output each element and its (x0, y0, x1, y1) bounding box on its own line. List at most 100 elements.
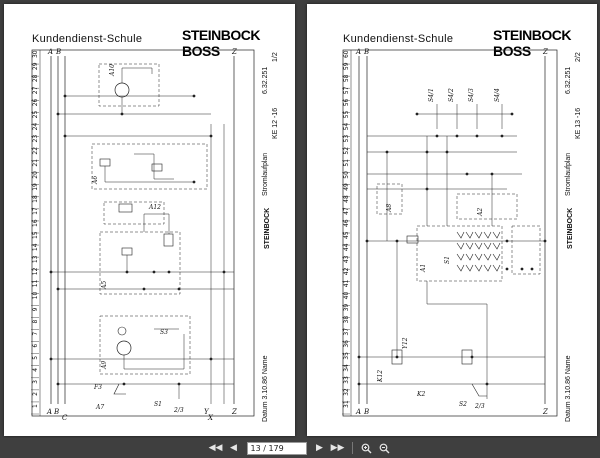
grid-number: 10 (32, 292, 39, 300)
grid-number: 60 (343, 50, 350, 58)
grid-number: 7 (32, 332, 39, 336)
terminal-dot (415, 112, 419, 116)
svg-text:A10: A10 (109, 64, 116, 77)
grid-number: 16 (32, 219, 39, 227)
terminal-dot (490, 172, 494, 176)
side-title: Stromlaufplan (262, 152, 269, 196)
grid-number: 25 (32, 111, 39, 119)
svg-text:S2: S2 (459, 401, 467, 408)
terminal-dot (120, 112, 124, 116)
grid-number: 24 (32, 123, 39, 131)
diode-symbol (492, 264, 501, 272)
grid-number: 11 (32, 279, 39, 287)
grid-number: 59 (343, 62, 350, 70)
grid-number: 32 (343, 388, 350, 396)
signature-field: Datum 3.10.86 Name (262, 355, 269, 422)
grid-number: 20 (32, 171, 39, 179)
next-page-icon[interactable]: ▶ (316, 443, 323, 453)
zoom-out-icon[interactable] (378, 441, 392, 455)
grid-number: 58 (343, 74, 350, 82)
terminal-dot (425, 150, 429, 154)
svg-text:B: B (363, 408, 369, 416)
grid-number: 55 (343, 111, 350, 119)
terminal-dot (49, 270, 53, 274)
svg-text:B: B (363, 48, 369, 56)
svg-text:S1: S1 (154, 401, 162, 408)
grid-number: 8 (32, 320, 39, 324)
svg-text:A: A (355, 48, 361, 56)
grid-number: 44 (343, 243, 350, 251)
svg-text:A8: A8 (386, 204, 393, 213)
sheet-number: 2/2 (575, 52, 582, 62)
grid-number: 13 (32, 255, 39, 263)
grid-number: 17 (32, 207, 39, 215)
viewer-toolbar: ◀◀ ◀ 13 / 179 ▶ ▶▶ (0, 438, 600, 458)
diode-symbol (465, 231, 474, 239)
grid-number: 40 (343, 292, 350, 300)
grid-number: 27 (32, 86, 39, 94)
grid-number: 45 (343, 231, 350, 239)
drawing-number: 6.32.251 (565, 66, 572, 94)
terminal-dot (485, 382, 489, 386)
side-title: Stromlaufplan (565, 152, 572, 196)
previous-page-icon[interactable]: ◀ (230, 443, 237, 453)
svg-text:Y: Y (204, 408, 210, 416)
grid-number: 34 (343, 364, 350, 372)
diode-symbol (492, 253, 501, 261)
grid-number: 2 (32, 392, 39, 396)
terminal-dot (530, 267, 534, 271)
svg-text:A: A (47, 48, 53, 56)
svg-text:A6: A6 (92, 176, 99, 185)
diode-symbol (456, 242, 465, 250)
terminal-dot (470, 355, 474, 359)
grid-number: 29 (32, 62, 39, 70)
diode-symbol (483, 231, 492, 239)
svg-text:A12: A12 (148, 204, 161, 211)
svg-text:S4/2: S4/2 (448, 88, 455, 102)
terminal-dot (49, 357, 53, 361)
grid-number: 18 (32, 195, 39, 203)
svg-text:S4/3: S4/3 (468, 88, 475, 102)
diode-symbol (483, 264, 492, 272)
diode-symbol (483, 253, 492, 261)
grid-number: 35 (343, 352, 350, 360)
terminal-dot (142, 287, 146, 291)
terminal-dot (357, 355, 361, 359)
svg-text:B: B (53, 408, 59, 416)
side-brand: STEINBOCK (264, 207, 271, 249)
terminal-dot (56, 112, 60, 116)
page-title: Kundendienst-Schule (32, 33, 143, 45)
svg-text:Y12: Y12 (402, 337, 409, 349)
terminal-dot (425, 187, 429, 191)
terminal-dot (56, 287, 60, 291)
page-number-input[interactable]: 13 / 179 (246, 441, 307, 455)
grid-number: 28 (32, 74, 39, 82)
grid-number: 54 (343, 123, 350, 131)
svg-text:A5: A5 (101, 281, 108, 290)
page-title: Kundendienst-Schule (343, 33, 454, 45)
last-page-icon[interactable]: ▶▶ (330, 443, 345, 453)
terminal-dot (209, 134, 213, 138)
terminal-dot (500, 134, 504, 138)
svg-text:Z: Z (231, 48, 237, 56)
brand-logo: STEINBOCK BOSS (182, 27, 260, 59)
grid-number: 3 (32, 380, 39, 384)
grid-number: 36 (343, 340, 350, 348)
first-page-icon[interactable]: ◀◀ (208, 443, 223, 453)
svg-text:K12: K12 (377, 370, 384, 383)
grid-number: 51 (343, 159, 350, 167)
grid-number: 22 (32, 147, 39, 155)
terminal-dot (177, 287, 181, 291)
grid-number: 41 (343, 279, 350, 287)
terminal-dot (395, 239, 399, 243)
grid-number: 50 (343, 171, 350, 179)
diode-symbol (474, 253, 483, 261)
zoom-in-icon[interactable] (360, 441, 374, 455)
terminal-dot (209, 357, 213, 361)
terminal-dot (465, 172, 469, 176)
terminal-dot (357, 382, 361, 386)
terminal-dot (192, 94, 196, 98)
sheet-number: 1/2 (272, 52, 279, 62)
svg-text:S3: S3 (160, 329, 168, 336)
svg-text:2/3: 2/3 (173, 407, 184, 414)
